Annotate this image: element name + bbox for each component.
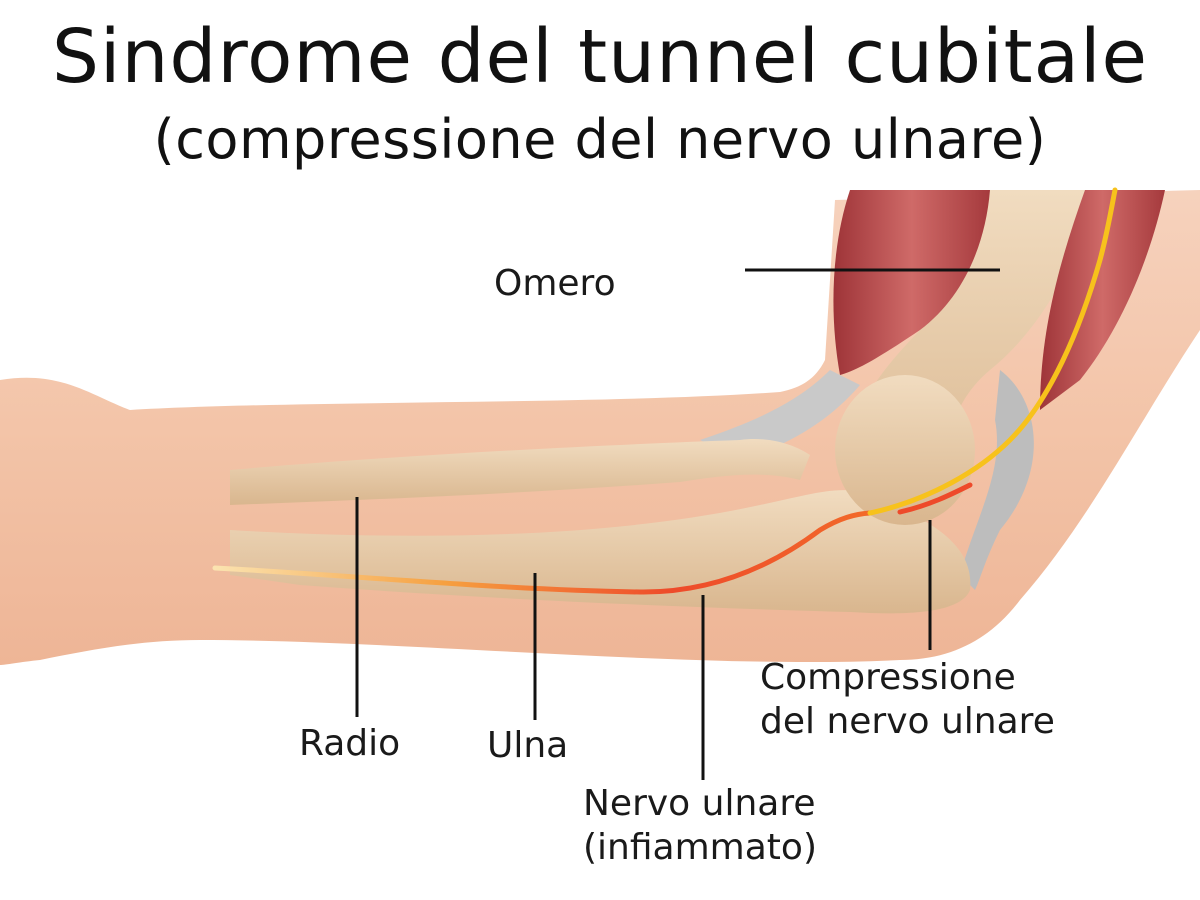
- ulnar-nerve: [867, 187, 1118, 516]
- page-subtitle: (compressione del nervo ulnare): [153, 108, 1047, 171]
- tendon: [700, 370, 860, 460]
- page-title: Sindrome del tunnel cubitale: [51, 14, 1149, 100]
- ulnar-nerve-inflamed: [212, 510, 873, 595]
- ulnar-nerve-compression: [897, 482, 973, 515]
- elbow-ligament: [960, 370, 1034, 590]
- label-nerve-line1: Nervo ulnare: [583, 783, 816, 824]
- radius-bone: [230, 439, 810, 505]
- label-nerve: Nervo ulnare (infiammato): [583, 782, 817, 870]
- label-compression-line1: Compressione: [760, 657, 1016, 698]
- label-ulna: Ulna: [487, 725, 569, 766]
- label-omero: Omero: [494, 263, 616, 304]
- label-nerve-line2: (infiammato): [583, 827, 817, 868]
- label-compression: Compressione del nervo ulnare: [760, 656, 1055, 744]
- triceps-muscle: [1040, 190, 1165, 410]
- label-radio: Radio: [299, 723, 401, 764]
- label-compression-line2: del nervo ulnare: [760, 701, 1055, 742]
- biceps-muscle: [833, 190, 990, 375]
